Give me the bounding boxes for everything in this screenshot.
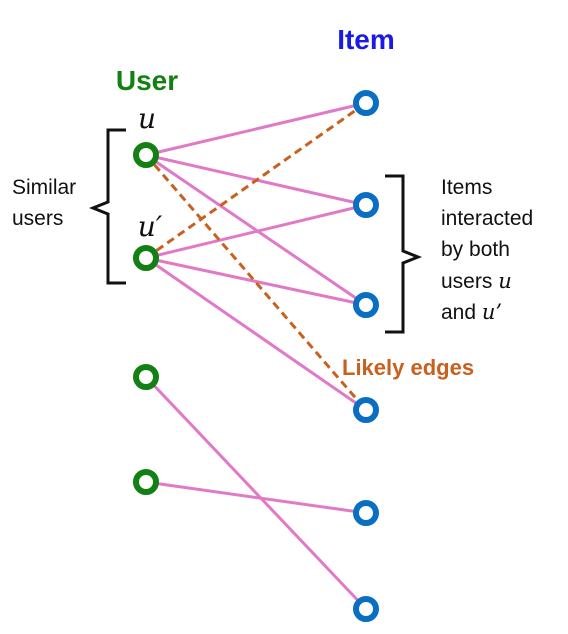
item-node-i6: [353, 596, 379, 622]
item-node-i5: [353, 500, 379, 526]
items-line-5: and: [441, 301, 482, 324]
similar-line-2: users: [12, 207, 63, 230]
edge-u_prime-i3: [145, 256, 367, 307]
item-node-i4: [353, 397, 379, 423]
edges-layer: [144, 101, 368, 611]
likely-edge-u_prime-i1: [145, 101, 367, 260]
items-line-5-math: u’: [482, 300, 502, 324]
edge-u-i1: [145, 101, 367, 157]
likely-edges-layer: [144, 101, 368, 411]
edge-u3-i6: [144, 375, 368, 611]
label-u-prime: u′: [138, 210, 163, 243]
similar-line-1: Similar: [12, 176, 76, 199]
item-node-i3: [353, 292, 379, 318]
user-node-u4: [133, 469, 159, 495]
shared-items-label: Items interacted by both users u and u’: [441, 176, 539, 324]
items-line-1: Items: [441, 176, 492, 199]
items-line-2: interacted: [441, 207, 533, 230]
edge-u4-i5: [145, 480, 367, 515]
user-header: User: [116, 65, 178, 96]
items-line-4-math: u: [498, 269, 512, 293]
similar-users-bracket: [88, 128, 126, 285]
items-line-3: by both: [441, 238, 510, 261]
edge-u_prime-i4: [145, 256, 367, 412]
similar-users-label: Similar users: [12, 176, 82, 230]
user-node-u: [133, 142, 159, 168]
item-header: Item: [337, 24, 395, 55]
shared-items-bracket: [385, 174, 423, 334]
items-line-4: users: [441, 270, 498, 293]
label-u: u: [138, 102, 156, 135]
nodes-layer: [133, 90, 379, 622]
user-node-u3: [133, 364, 159, 390]
item-node-i1: [353, 90, 379, 116]
item-node-i2: [353, 192, 379, 218]
likely-edge-u-i4: [144, 154, 368, 411]
edge-u_prime-i2: [145, 203, 367, 260]
likely-edges-label: Likely edges: [342, 355, 474, 380]
user-node-u_prime: [133, 245, 159, 271]
